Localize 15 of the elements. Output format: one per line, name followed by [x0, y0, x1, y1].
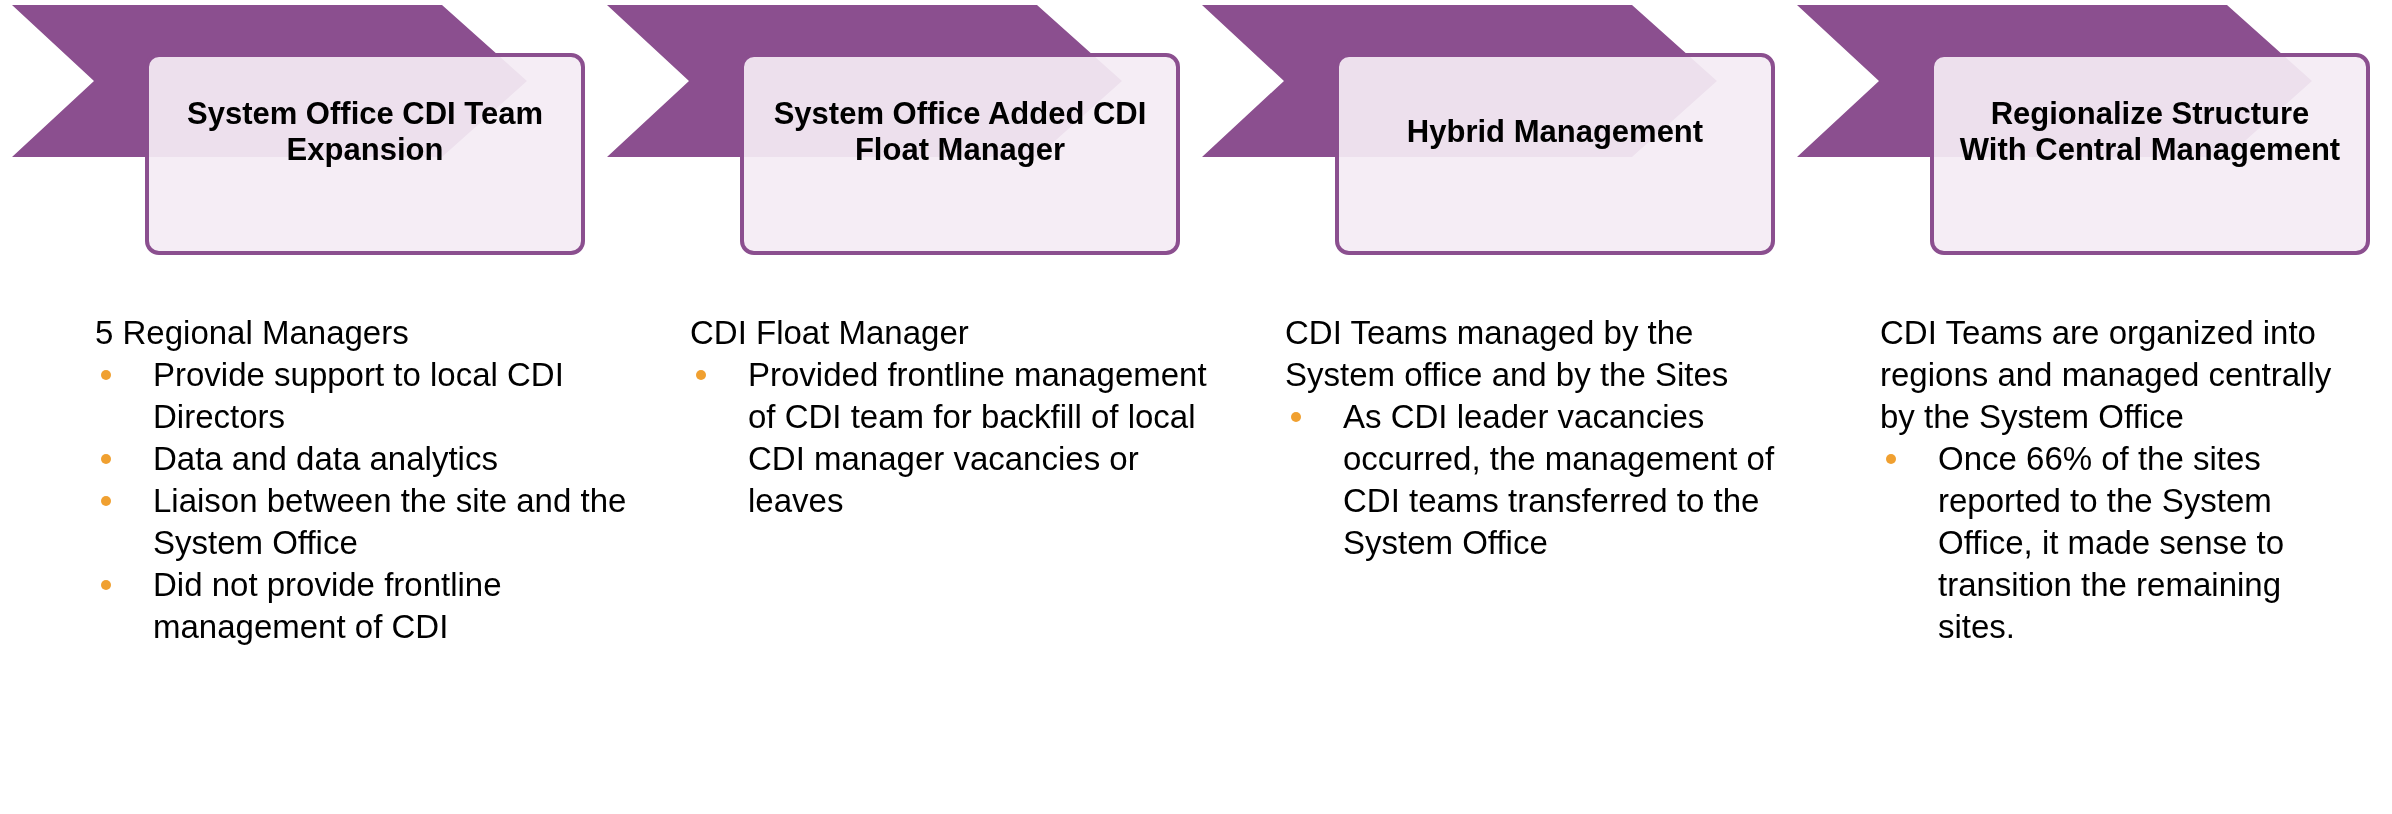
stage-summary: CDI Teams managed by the System office and by the Sites: [1285, 313, 1730, 395]
bullet-text: Provided frontline management of CDI team for backfill of local CDI manager vacancies or leaves: [748, 355, 1208, 521]
bullet-text: Liaison between the site and the System Office: [153, 481, 628, 563]
stage-title: Regionalize Structure With Central Management: [1958, 96, 2342, 168]
stage-title: Hybrid Management: [1406, 114, 1704, 150]
bullet-text: Provide support to local CDI Directors: [153, 355, 565, 437]
stage-summary: CDI Teams are organized into regions and managed centrally by the System Office: [1880, 313, 2333, 437]
bullet-text: As CDI leader vacancies occurred, the management of CDI teams transferred to the System Office: [1343, 397, 1776, 563]
stage-title: System Office Added CDI Float Manager: [772, 96, 1148, 168]
stage-title: System Office CDI Team Expansion: [185, 96, 544, 168]
stage-summary: 5 Regional Managers: [95, 313, 410, 353]
bullet-text: Did not provide frontline management of CDI: [153, 565, 503, 647]
bullet-text: Data and data analytics: [153, 439, 499, 479]
stage-summary: CDI Float Manager: [690, 313, 970, 353]
bullet-text: Once 66% of the sites reported to the System Office, it made sense to transition the remaining sites.: [1938, 439, 2286, 647]
